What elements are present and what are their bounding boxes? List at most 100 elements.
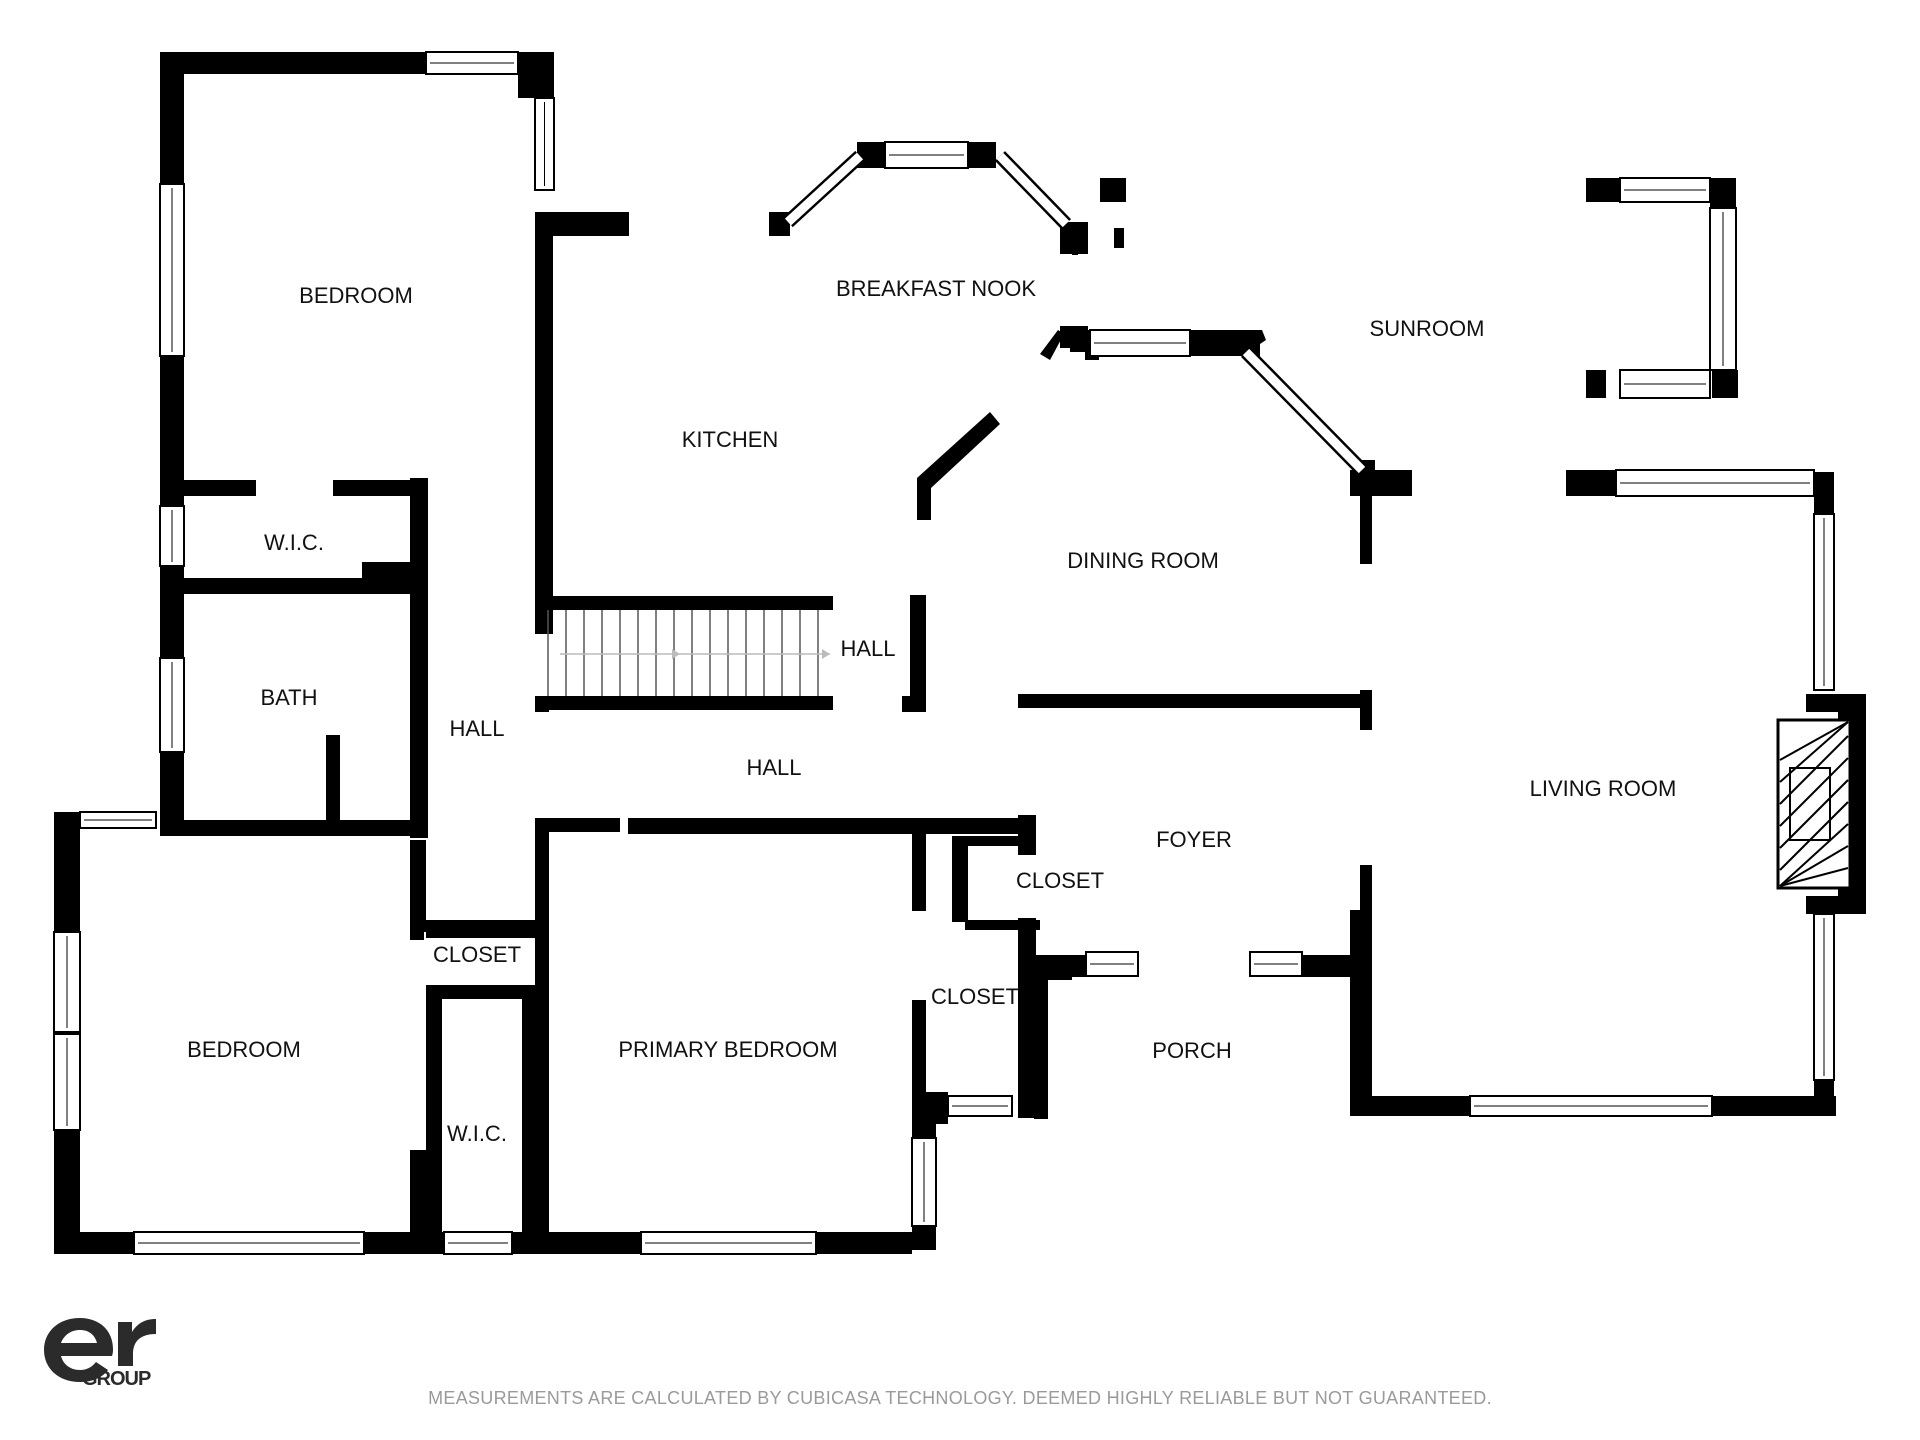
wall-segment <box>1293 955 1363 977</box>
wall-segment <box>160 752 184 822</box>
walls <box>54 52 1836 1254</box>
fireplace-hatch-line <box>1779 845 1849 887</box>
fireplace-hatch-line <box>1779 735 1849 805</box>
wall-segment <box>54 812 80 932</box>
windows <box>53 51 1835 1255</box>
stair-arrow-head-2 <box>822 649 830 659</box>
wall-segment <box>1712 370 1738 398</box>
wall-segment <box>535 596 833 610</box>
staircase <box>547 610 830 696</box>
wall-segment <box>535 222 553 634</box>
wall-segment <box>628 818 1026 834</box>
nook-window-right-glass <box>996 152 1070 228</box>
room-label-hall-left: HALL <box>449 716 504 741</box>
fireplace-hatch-line <box>1779 757 1849 827</box>
wall-segment <box>902 696 926 712</box>
wall-segment <box>518 52 554 98</box>
wall-segment <box>1586 370 1606 398</box>
fireplace-hatch-line <box>1779 721 1849 783</box>
wall-segment <box>910 595 926 711</box>
wall-segment <box>1114 228 1124 248</box>
wall-segment <box>1350 470 1412 496</box>
wall-segment <box>54 1232 134 1254</box>
wall-segment <box>535 212 629 236</box>
room-label-bedroom-top: BEDROOM <box>299 283 413 308</box>
wall-segment <box>1566 470 1616 496</box>
wall-segment <box>333 480 415 496</box>
nook-window-left-glass <box>784 152 864 226</box>
room-label-breakfast-nook: BREAKFAST NOOK <box>836 276 1036 301</box>
wall-segment <box>1710 178 1736 208</box>
room-label-hall-center: HALL <box>746 755 801 780</box>
wall-segment <box>426 920 536 938</box>
wall-segment <box>160 594 184 658</box>
wall-segment <box>410 840 426 932</box>
wall-segment <box>1712 1096 1836 1116</box>
fireplace-hatch-line <box>1779 721 1849 761</box>
wall-segment <box>535 818 620 832</box>
wall-segment <box>1018 928 1036 1114</box>
wall-segment <box>968 836 1034 846</box>
dining-corner-left <box>1040 330 1064 360</box>
wall-segment <box>410 478 428 838</box>
fireplace <box>1776 694 1866 914</box>
wall-segment <box>160 820 416 836</box>
wall-segment <box>1070 332 1088 352</box>
dining-angled-wall <box>917 412 1000 520</box>
wall-segment <box>1350 1096 1470 1116</box>
wall-segment <box>1350 910 1372 1116</box>
room-label-foyer: FOYER <box>1156 827 1232 852</box>
er-logo-mark <box>44 1318 156 1382</box>
wall-segment <box>535 696 833 710</box>
wall-segment <box>1018 694 1360 708</box>
wall-segment <box>816 1232 912 1254</box>
fireplace-hatch-line <box>1779 867 1849 887</box>
dining-corner-right <box>1240 330 1266 348</box>
fireplace-hatch-line <box>1779 823 1849 887</box>
wall-segment <box>968 142 996 168</box>
wall-segment <box>410 1150 426 1240</box>
wall-segment <box>912 1000 926 1095</box>
room-label-sunroom: SUNROOM <box>1370 316 1485 341</box>
room-label-kitchen: KITCHEN <box>682 427 779 452</box>
room-label-closet-mid: CLOSET <box>931 984 1019 1009</box>
wall-segment <box>965 920 1040 930</box>
room-label-living-room: LIVING ROOM <box>1530 776 1677 801</box>
wall-segment <box>160 52 426 74</box>
wall-segment <box>535 696 549 712</box>
room-label-wic-bottom: W.I.C. <box>447 1121 507 1146</box>
wall-segment <box>1018 694 1036 708</box>
wall-segment <box>1360 690 1372 730</box>
room-label-wic-top: W.I.C. <box>264 530 324 555</box>
room-label-bedroom-bottom: BEDROOM <box>187 1037 301 1062</box>
wall-segment <box>160 52 184 184</box>
footer-disclaimer: MEASUREMENTS ARE CALCULATED BY CUBICASA … <box>428 1388 1492 1408</box>
wall-segment <box>1190 330 1240 356</box>
wall-segment <box>160 356 184 486</box>
stair-arrow-head-1 <box>672 649 680 659</box>
wall-segment <box>426 985 442 1241</box>
room-label-primary-bedroom: PRIMARY BEDROOM <box>618 1037 837 1062</box>
wall-segment <box>952 836 968 922</box>
wall-segment <box>160 578 416 594</box>
room-label-bath: BATH <box>260 685 317 710</box>
wall-segment <box>1586 178 1620 202</box>
room-label-dining-room: DINING ROOM <box>1067 548 1219 573</box>
er-group-logo: GROUP <box>40 1300 170 1400</box>
wall-segment <box>326 735 340 820</box>
wall-segment <box>912 833 926 911</box>
wall-segment <box>1072 223 1078 255</box>
wall-segment <box>535 820 549 1250</box>
wall-segment <box>513 1232 537 1254</box>
dining-window-right-glass <box>1242 348 1366 474</box>
wall-segment <box>522 990 536 1240</box>
room-label-closet-foyer: CLOSET <box>1016 868 1104 893</box>
wall-segment <box>410 910 424 940</box>
logo-group-text: GROUP <box>82 1368 151 1390</box>
room-label-porch: PORCH <box>1152 1038 1231 1063</box>
wall-segment <box>1018 1100 1038 1118</box>
wall-segment <box>1100 178 1126 202</box>
wall-segment <box>535 1232 641 1254</box>
fireplace-hatch-line <box>1779 779 1849 849</box>
